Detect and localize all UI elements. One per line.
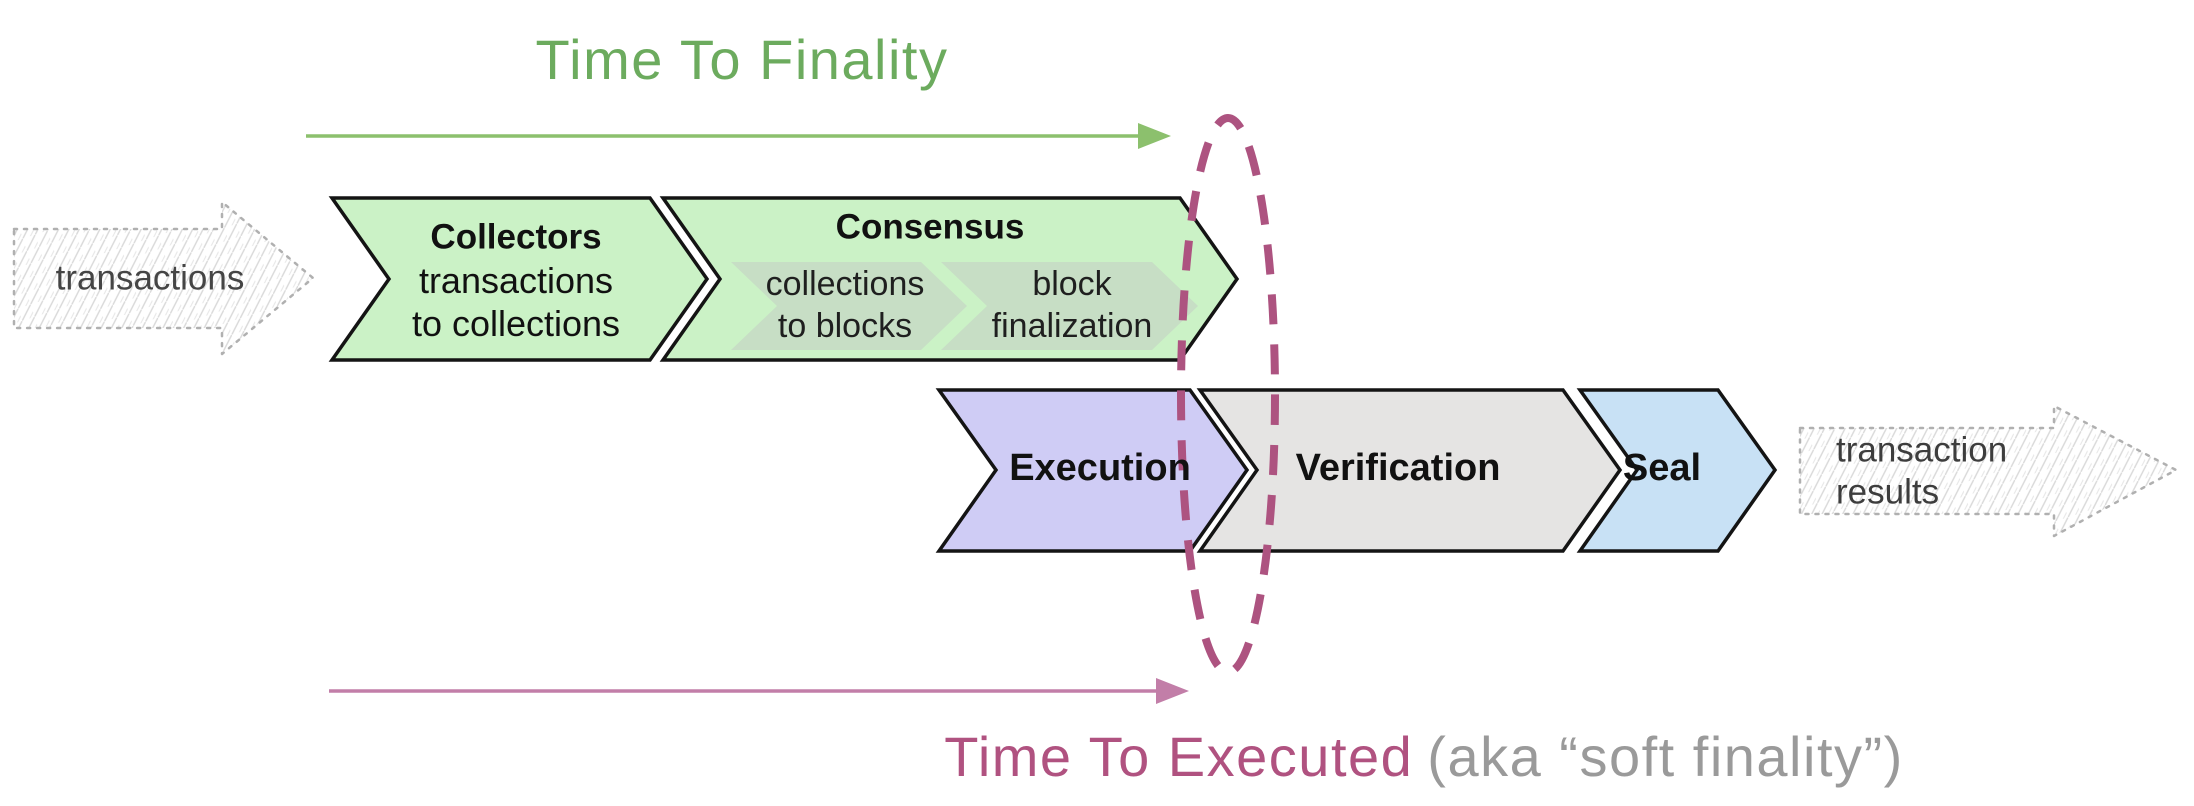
consensus-title: Consensus: [835, 207, 1025, 247]
consensus-step1-line1: collections: [765, 265, 925, 303]
transaction-results-label-line2: results: [1836, 472, 1940, 512]
time-to-finality-arrowhead: [1138, 123, 1171, 149]
transaction-results-output-sketch-arrow: [1798, 404, 2178, 538]
time-to-executed-arrowhead: [1156, 678, 1189, 704]
consensus-step2-line1: block: [1032, 265, 1112, 303]
verification-chevron-shape: [1196, 388, 1623, 553]
collectors-desc-line2: to collections: [411, 303, 621, 344]
seal-label: Seal: [1622, 447, 1702, 489]
verification-label: Verification: [1295, 447, 1501, 489]
time-to-executed-title: Time To Executed(aka “soft finality”): [944, 729, 1904, 785]
time-to-finality-title: Time To Finality: [535, 28, 949, 91]
seal-chevron-shape: [1576, 388, 1778, 553]
transactions-input-sketch-arrow: [12, 200, 315, 356]
consensus-step2-chevron-shape: [941, 262, 1198, 350]
soft-finality-boundary-ellipse: [1177, 114, 1279, 676]
transaction-results-label-line1: transaction: [1836, 430, 2008, 470]
time-to-executed-title-main: Time To Executed: [944, 725, 1414, 788]
execution-label: Execution: [1009, 447, 1191, 489]
consensus-step2-line2: finalization: [991, 307, 1153, 345]
collectors-chevron-shape: [328, 196, 710, 362]
consensus-step1-chevron-shape: [731, 262, 967, 350]
consensus-step1-line2: to blocks: [777, 307, 913, 345]
collectors-desc-line1: transactions: [418, 260, 614, 301]
collectors-title: Collectors: [430, 217, 602, 257]
transactions-input-label: transactions: [55, 258, 245, 298]
time-to-executed-title-suffix: (aka “soft finality”): [1427, 725, 1904, 788]
